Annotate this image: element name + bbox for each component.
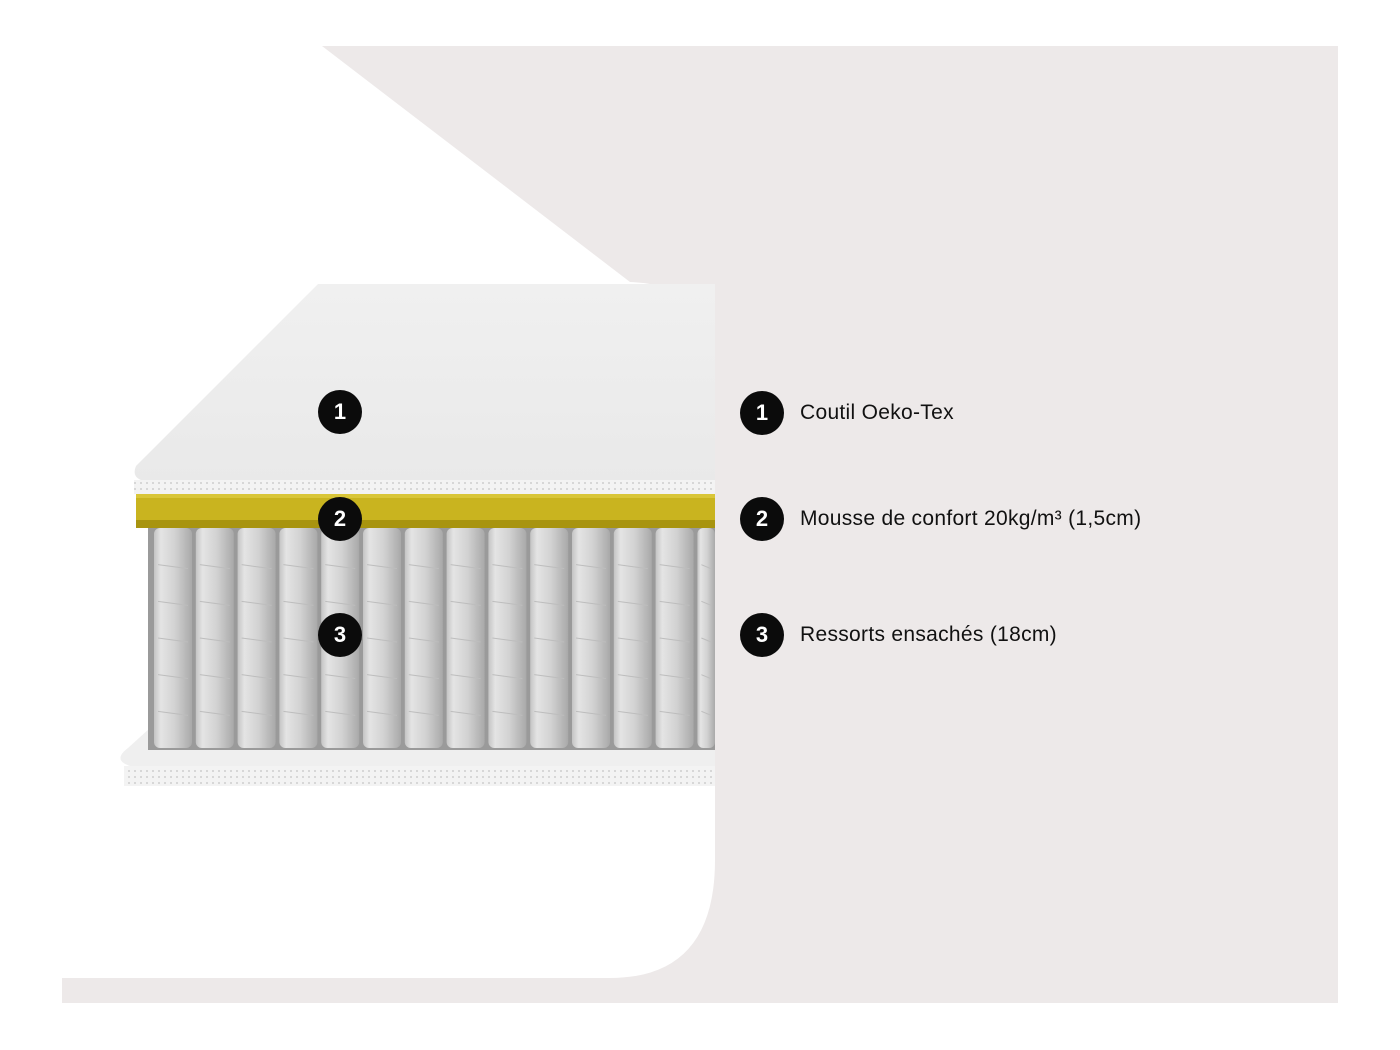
spring-seam <box>450 674 481 680</box>
spring-seam <box>492 564 523 570</box>
spring-seam <box>157 710 189 716</box>
spring-seam <box>659 710 690 716</box>
spring-seam <box>575 710 607 716</box>
legend-item-foam: 2 Mousse de confort 20kg/m³ (1,5cm) <box>740 497 1141 541</box>
spring-seam <box>575 600 607 606</box>
legend-label: Ressorts ensachés (18cm) <box>800 623 1057 646</box>
spring-seam <box>575 674 607 680</box>
legend-item-cover: 1 Coutil Oeko-Tex <box>740 391 954 435</box>
spring-seam <box>241 637 272 643</box>
spring-seam <box>701 710 712 716</box>
spring-pocket <box>404 528 443 748</box>
spring-pocket <box>195 528 234 748</box>
spring-seam <box>366 564 398 570</box>
spring-pocket <box>446 528 485 748</box>
spring-seam <box>492 600 523 606</box>
spring-seam <box>617 637 648 643</box>
spring-seam <box>617 674 648 680</box>
layer-marker-1: 1 <box>318 390 362 434</box>
spring-seam <box>366 600 398 606</box>
spring-seam <box>492 674 523 680</box>
spring-seam <box>534 637 565 643</box>
spring-seam <box>408 674 439 680</box>
spring-seam <box>325 674 356 680</box>
spring-seam <box>534 564 565 570</box>
spring-seam <box>325 600 356 606</box>
spring-seam <box>701 674 712 680</box>
spring-seam <box>157 674 189 680</box>
spring-seam <box>492 710 523 716</box>
layer-marker-2: 2 <box>318 497 362 541</box>
spring-pocket <box>613 528 652 748</box>
spring-pocket <box>655 528 694 748</box>
legend-badge: 3 <box>740 613 784 657</box>
spring-seam <box>408 637 439 643</box>
spring-seam <box>450 564 481 570</box>
spring-seam <box>492 637 523 643</box>
spring-seam <box>283 564 314 570</box>
spring-seam <box>617 564 648 570</box>
legend-label: Mousse de confort 20kg/m³ (1,5cm) <box>800 507 1142 530</box>
spring-seam <box>241 600 272 606</box>
spring-seam <box>534 674 565 680</box>
spring-pocket <box>154 528 192 748</box>
spring-seam <box>366 674 398 680</box>
spring-pocket <box>572 528 610 748</box>
spring-seam <box>199 710 230 716</box>
spring-seam <box>366 710 398 716</box>
spring-seam <box>241 674 272 680</box>
legend-item-springs: 3 Ressorts ensachés (18cm) <box>740 613 1057 657</box>
spring-seam <box>701 637 712 643</box>
spring-seam <box>534 600 565 606</box>
spring-seam <box>408 710 439 716</box>
spring-seam <box>199 564 230 570</box>
spring-seam <box>283 710 314 716</box>
top-cover-layer <box>134 284 716 494</box>
pocket-spring-core <box>148 524 715 750</box>
spring-seam <box>241 564 272 570</box>
spring-seam <box>659 600 690 606</box>
spring-seam <box>701 564 712 570</box>
spring-pocket <box>488 528 527 748</box>
spring-seam <box>534 710 565 716</box>
spring-seam <box>408 564 439 570</box>
spring-seam <box>199 674 230 680</box>
legend-badge: 1 <box>740 391 784 435</box>
legend-label: Coutil Oeko-Tex <box>800 401 954 424</box>
spring-pocket <box>279 528 318 748</box>
spring-seam <box>325 710 356 716</box>
spring-seam <box>450 637 481 643</box>
spring-seam <box>450 600 481 606</box>
layer-marker-3: 3 <box>318 613 362 657</box>
spring-seam <box>659 637 690 643</box>
spring-seam <box>617 600 648 606</box>
spring-seam <box>283 674 314 680</box>
spring-seam <box>366 637 398 643</box>
spring-seam <box>408 600 439 606</box>
spring-seam <box>157 600 189 606</box>
background-panel <box>62 46 1338 1003</box>
spring-seam <box>241 710 272 716</box>
spring-seam <box>450 710 481 716</box>
spring-seam <box>199 600 230 606</box>
spring-seam <box>325 564 356 570</box>
spring-seam <box>575 637 607 643</box>
spring-pocket <box>530 528 569 748</box>
spring-pocket <box>237 528 276 748</box>
spring-seam <box>659 564 690 570</box>
spring-seam <box>199 637 230 643</box>
spring-seam <box>283 637 314 643</box>
spring-seam <box>157 564 189 570</box>
spring-pocket <box>697 528 715 748</box>
spring-seam <box>157 637 189 643</box>
spring-seam <box>617 710 648 716</box>
spring-seam <box>575 564 607 570</box>
comfort-foam-layer <box>136 490 715 528</box>
spring-seam <box>283 600 314 606</box>
spring-seam <box>659 674 690 680</box>
spring-seam <box>701 600 712 606</box>
legend-badge: 2 <box>740 497 784 541</box>
spring-pocket <box>363 528 401 748</box>
